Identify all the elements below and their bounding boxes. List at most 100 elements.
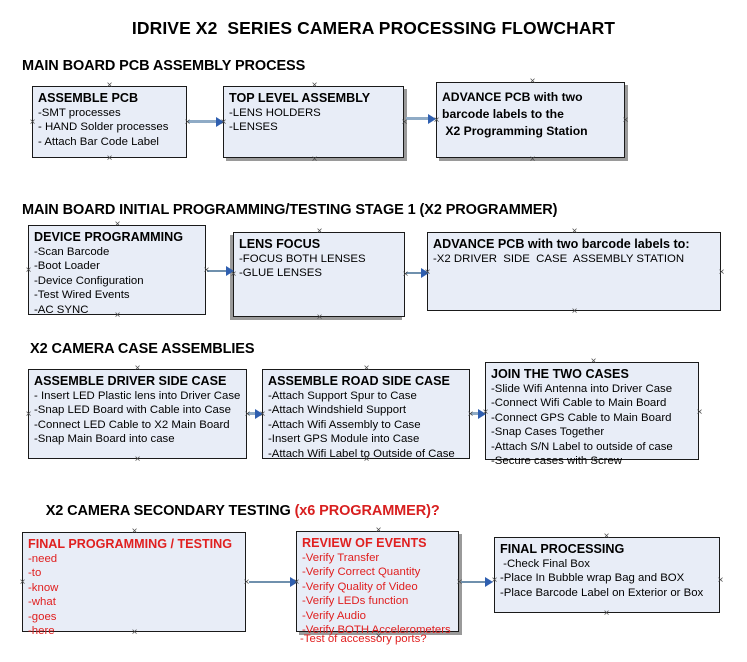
box-title: DEVICE PROGRAMMING — [34, 230, 184, 244]
resize-handle[interactable] — [570, 227, 579, 236]
resize-handle[interactable] — [242, 578, 251, 587]
box-assemble-pcb[interactable]: ASSEMBLE PCB -SMT processes - HAND Solde… — [32, 86, 187, 158]
resize-handle[interactable] — [717, 268, 726, 277]
resize-handle[interactable] — [466, 410, 475, 419]
box-join-the-two-cases[interactable]: JOIN THE TWO CASES -Slide Wifi Antenna i… — [485, 362, 699, 467]
resize-handle[interactable] — [229, 270, 238, 279]
resize-handle[interactable] — [602, 609, 611, 618]
resize-handle[interactable] — [258, 410, 267, 419]
resize-handle[interactable] — [28, 118, 37, 127]
box-line: -Insert GPS Module into Case — [268, 433, 420, 446]
box-device-programming[interactable]: DEVICE PROGRAMMING -Scan Barcode -Boot L… — [28, 225, 206, 316]
box-line: -X2 DRIVER SIDE CASE ASSEMBLY STATION — [433, 253, 685, 265]
box-title: FINAL PROGRAMMING / TESTING — [28, 537, 233, 551]
box-title: ASSEMBLE ROAD SIDE CASE — [268, 374, 450, 388]
box-final-processing[interactable]: FINAL PROCESSING -Check Final Box -Place… — [494, 537, 720, 613]
section-heading-3: X2 CAMERA CASE ASSEMBLIES — [30, 341, 255, 357]
box-line: ADVANCE PCB with two — [442, 90, 583, 104]
resize-handle[interactable] — [243, 410, 252, 419]
box-line: -need — [28, 553, 58, 565]
resize-handle[interactable] — [113, 311, 122, 320]
box-assemble-driver-side-case[interactable]: ASSEMBLE DRIVER SIDE CASE - Insert LED P… — [28, 369, 247, 459]
box-final-programming-testing[interactable]: FINAL PROGRAMMING / TESTING -need -to -k… — [22, 532, 246, 637]
resize-handle[interactable] — [621, 116, 630, 125]
resize-handle[interactable] — [528, 155, 537, 164]
resize-handle[interactable] — [183, 118, 192, 127]
box-title: LENS FOCUS — [239, 237, 321, 251]
box-advance-pcb-to-driver-side-station[interactable]: ADVANCE PCB with two barcode labels to: … — [427, 232, 721, 311]
box-top-level-assembly[interactable]: TOP LEVEL ASSEMBLY -LENS HOLDERS -LENSES — [223, 86, 404, 158]
resize-handle[interactable] — [133, 364, 142, 373]
box-line: -LENS HOLDERS — [229, 107, 321, 119]
resize-handle[interactable] — [292, 578, 301, 587]
section-heading-1: MAIN BOARD PCB ASSEMBLY PROCESS — [22, 58, 306, 74]
resize-handle[interactable] — [24, 410, 33, 419]
box-line: -AC SYNC — [34, 303, 89, 316]
resize-handle[interactable] — [400, 118, 409, 127]
box-line: - Insert LED Plastic lens into Driver Ca… — [34, 390, 241, 402]
box-advance-pcb-to-programming-station[interactable]: ADVANCE PCB with two barcode labels to t… — [436, 82, 625, 158]
resize-handle[interactable] — [589, 456, 598, 465]
resize-handle[interactable] — [310, 81, 319, 90]
resize-handle[interactable] — [113, 220, 122, 229]
box-line: -Slide Wifi Antenna into Driver Case — [491, 383, 673, 395]
resize-handle[interactable] — [105, 154, 114, 163]
box-line: -Attach Windshield Support — [268, 404, 407, 417]
resize-handle[interactable] — [455, 578, 464, 587]
resize-handle[interactable] — [374, 526, 383, 535]
resize-handle[interactable] — [219, 118, 228, 127]
resize-handle[interactable] — [202, 266, 211, 275]
box-line: -Device Configuration — [34, 274, 144, 287]
box-line: -Verify LEDs function — [302, 595, 409, 608]
section-heading-4-accent: (x6 PROGRAMMER)? — [294, 503, 440, 519]
box-line: -GLUE LENSES — [239, 267, 322, 280]
resize-handle[interactable] — [130, 628, 139, 637]
resize-handle[interactable] — [105, 81, 114, 90]
resize-handle[interactable] — [589, 357, 598, 366]
resize-handle[interactable] — [570, 307, 579, 316]
box-line: -Scan Barcode — [34, 246, 110, 258]
resize-handle[interactable] — [481, 408, 490, 417]
connector-arrow — [249, 576, 298, 587]
resize-handle[interactable] — [362, 455, 371, 464]
resize-handle[interactable] — [18, 578, 27, 587]
box-line: barcode labels to the — [442, 107, 564, 121]
resize-handle[interactable] — [432, 116, 441, 125]
box-line: -Connect LED Cable to X2 Main Board — [34, 418, 230, 431]
box-line: -LENSES — [229, 121, 278, 134]
box-line: -Snap Cases Together — [491, 426, 605, 439]
box-lens-focus[interactable]: LENS FOCUS -FOCUS BOTH LENSES -GLUE LENS… — [233, 232, 405, 317]
box-line: -Connect Wifi Cable to Main Board — [491, 397, 667, 410]
box-line: -Snap LED Board with Cable into Case — [34, 404, 231, 417]
resize-handle[interactable] — [401, 270, 410, 279]
box-line: -Check Final Box — [500, 558, 590, 570]
box-line: X2 Programming Station — [442, 124, 588, 138]
resize-handle[interactable] — [374, 632, 383, 641]
box-line: -here — [28, 625, 55, 638]
box-line: -Snap Main Board into case — [34, 433, 175, 446]
resize-handle[interactable] — [602, 532, 611, 541]
resize-handle[interactable] — [133, 455, 142, 464]
box-line: -FOCUS BOTH LENSES — [239, 253, 366, 265]
resize-handle[interactable] — [310, 155, 319, 164]
resize-handle[interactable] — [24, 266, 33, 275]
box-review-of-events[interactable]: REVIEW OF EVENTS -Verify Transfer -Verif… — [296, 531, 459, 636]
resize-handle[interactable] — [716, 576, 725, 585]
box-line: -Verify Audio — [302, 609, 366, 622]
box-title: TOP LEVEL ASSEMBLY — [229, 91, 371, 105]
resize-handle[interactable] — [315, 313, 324, 322]
box-line: -Boot Loader — [34, 260, 100, 273]
resize-handle[interactable] — [130, 527, 139, 536]
connector-arrow — [461, 576, 493, 587]
resize-handle[interactable] — [490, 576, 499, 585]
resize-handle[interactable] — [423, 268, 432, 277]
resize-handle[interactable] — [315, 227, 324, 236]
section-heading-4-text: X2 CAMERA SECONDARY TESTING — [45, 503, 295, 519]
box-title: ASSEMBLE PCB — [38, 91, 139, 105]
connector-arrow — [188, 116, 224, 127]
resize-handle[interactable] — [362, 364, 371, 373]
box-line: -Verify Correct Quantity — [302, 566, 421, 579]
resize-handle[interactable] — [528, 77, 537, 86]
resize-handle[interactable] — [695, 408, 704, 417]
box-assemble-road-side-case[interactable]: ASSEMBLE ROAD SIDE CASE -Attach Support … — [262, 369, 470, 460]
